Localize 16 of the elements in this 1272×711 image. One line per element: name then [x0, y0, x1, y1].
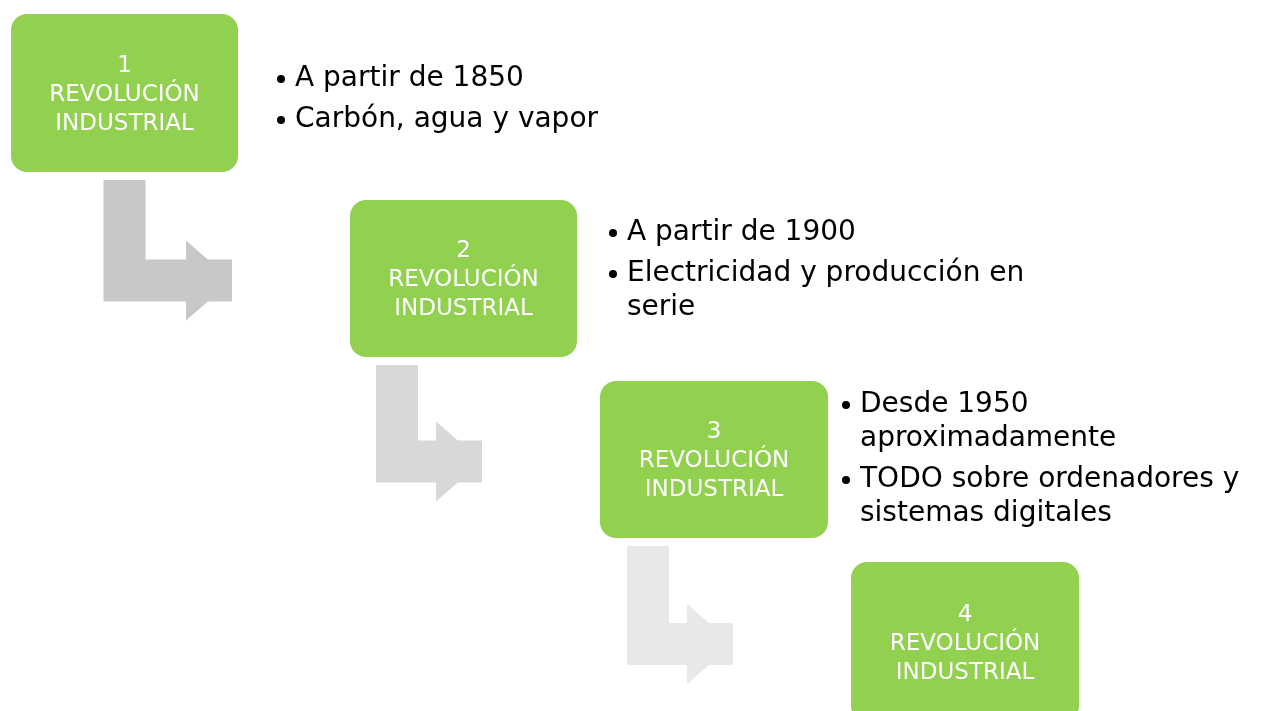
box-title: 1 REVOLUCIÓN INDUSTRIAL [48, 49, 201, 137]
bullet-item: Electricidad y producción en serie [607, 255, 1087, 323]
box-title: 3 REVOLUCIÓN INDUSTRIAL [637, 416, 791, 503]
bullet-item: TODO sobre ordenadores y sistemas digitales [840, 461, 1270, 529]
process-box [350, 200, 577, 357]
bullet-item: Desde 1950 aproximadamente [840, 386, 1270, 454]
process-box [851, 562, 1079, 711]
box-title: 4 REVOLUCIÓN INDUSTRIAL [888, 598, 1042, 686]
process-box [11, 14, 238, 172]
bent-arrow [103, 180, 232, 321]
bullet-item: A partir de 1900 [607, 214, 1087, 248]
process-box [600, 381, 828, 538]
bullet-item: A partir de 1850 [275, 60, 655, 94]
bullet-item: Carbón, agua y vapor [275, 101, 655, 135]
bent-arrow [376, 365, 482, 502]
box-title: 2 REVOLUCIÓN INDUSTRIAL [387, 235, 540, 322]
